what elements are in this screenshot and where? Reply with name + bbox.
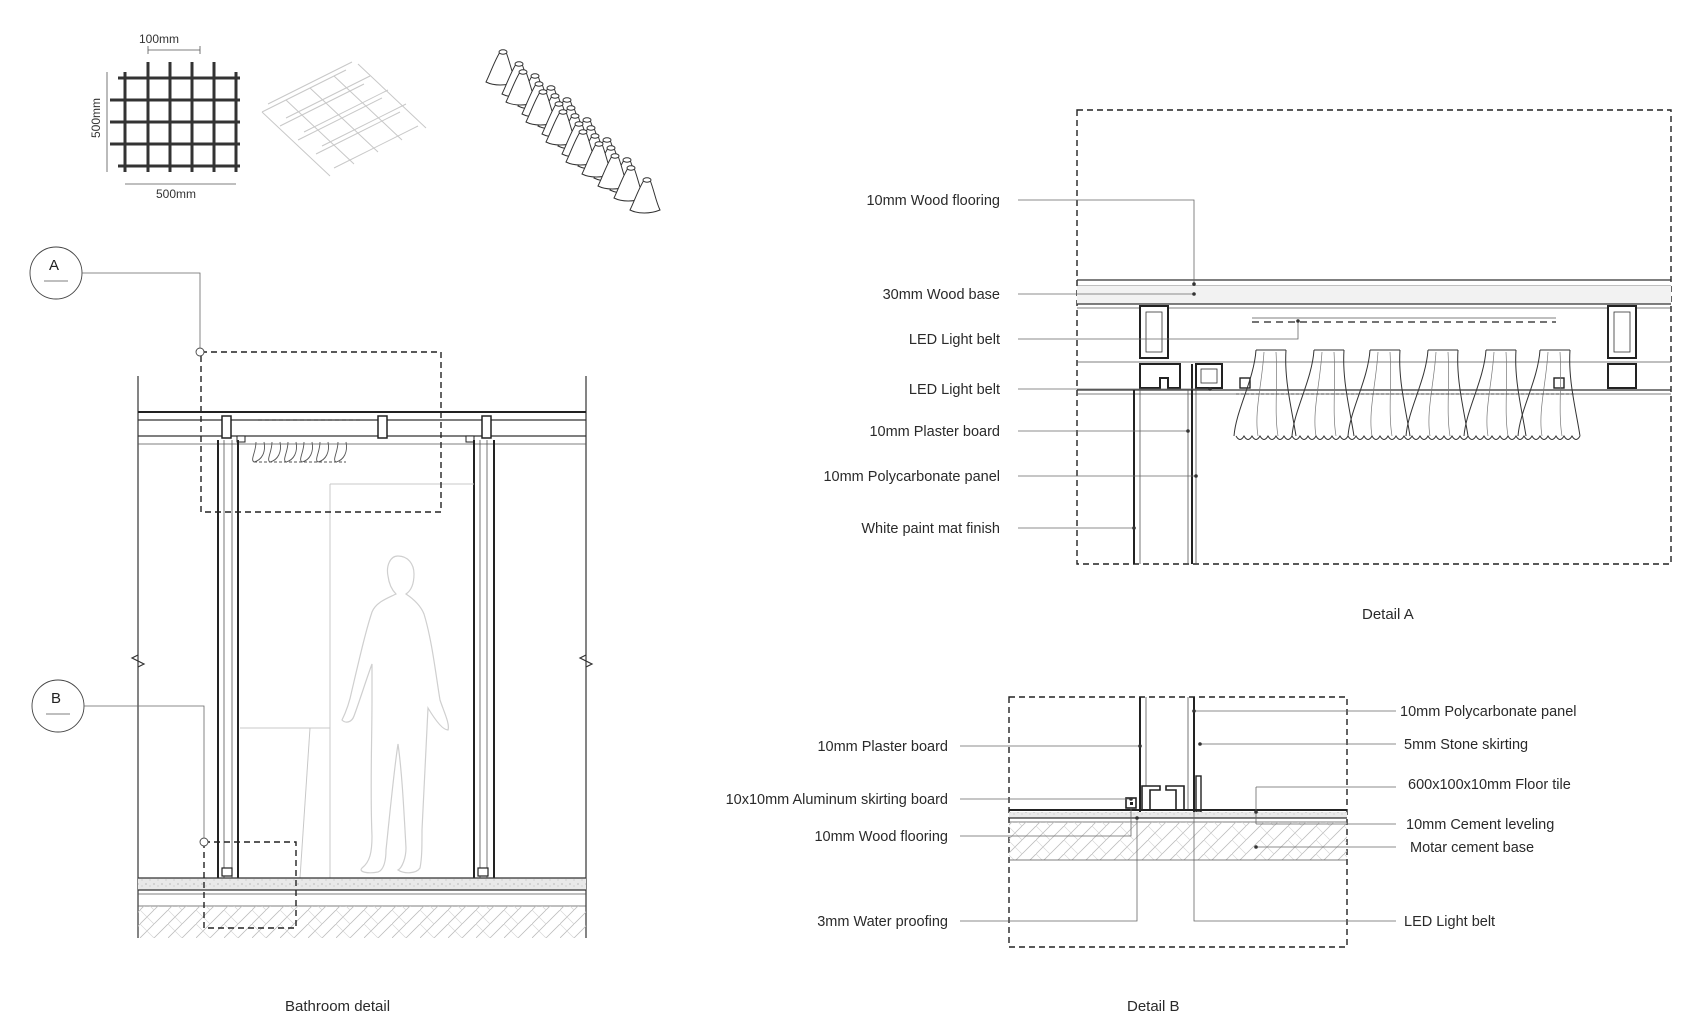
fabric-light-top xyxy=(546,85,556,91)
label-b-led-belt: LED Light belt xyxy=(1404,914,1495,930)
dim-500mm-side: 500mm xyxy=(89,98,103,138)
label-a-white-paint: White paint mat finish xyxy=(861,521,1000,537)
fabric-light-top xyxy=(578,129,588,135)
fabric-light-unit xyxy=(581,143,613,178)
fabric-light-top xyxy=(538,89,548,95)
fabric-fold xyxy=(1370,351,1393,437)
fabric-light-top xyxy=(570,113,580,119)
label-b-aluminum-skirting: 10x10mm Aluminum skirting board xyxy=(726,792,948,808)
fabric-light-top xyxy=(626,165,636,171)
fabric-light-unit xyxy=(597,155,629,190)
fabric-drape xyxy=(1347,349,1411,437)
label-b-stone-skirting: 5mm Stone skirting xyxy=(1404,737,1528,753)
label-b-cement-leveling: 10mm Cement leveling xyxy=(1406,817,1554,833)
shower-glass-outline xyxy=(240,483,474,879)
fabric-drape xyxy=(1517,349,1581,437)
fabric-light-top xyxy=(534,81,544,87)
label-a-wood-base: 30mm Wood base xyxy=(883,287,1000,303)
detail-b: 10mm Plaster board 10x10mm Aluminum skir… xyxy=(726,696,1577,1015)
fabric-light-top xyxy=(530,73,540,79)
label-b-polycarbonate: 10mm Polycarbonate panel xyxy=(1400,704,1577,720)
fabric-light-top xyxy=(602,137,612,143)
caption-detail-a: Detail A xyxy=(1362,606,1414,623)
label-b-plaster-board: 10mm Plaster board xyxy=(817,739,948,755)
light-fabric-small xyxy=(252,441,347,463)
fabric-fold xyxy=(1428,351,1451,437)
grid-module-fabric-render xyxy=(485,49,661,214)
marker-a-label: A xyxy=(49,257,59,274)
fabric-hem xyxy=(1235,434,1581,440)
fabric-light-top xyxy=(642,177,652,183)
grid-module-axonometric xyxy=(261,61,427,177)
detail-a: 10mm Wood flooring 30mm Wood base LED Li… xyxy=(823,109,1672,623)
fabric-fold xyxy=(1486,351,1509,437)
label-b-wood-flooring: 10mm Wood flooring xyxy=(814,829,948,845)
fabric-drape xyxy=(1405,349,1469,437)
fabric-light-top xyxy=(562,97,572,103)
label-a-led-belt-1: LED Light belt xyxy=(909,332,1000,348)
fabric-light-unit xyxy=(505,71,537,106)
fabric-light-top xyxy=(498,49,508,55)
fabric-light-top xyxy=(582,117,592,123)
fabric-light-top xyxy=(514,61,524,67)
fabric-light-top xyxy=(590,133,600,139)
fabric-fold xyxy=(1256,351,1279,437)
fabric-light-top xyxy=(554,101,564,107)
fabric-light-top xyxy=(622,157,632,163)
fabric-drape xyxy=(1463,349,1527,437)
fabric-light-top xyxy=(606,145,616,151)
dim-500mm-bottom: 500mm xyxy=(156,187,196,201)
label-b-floor-tile: 600x100x10mm Floor tile xyxy=(1408,777,1571,793)
detail-a-callout-box xyxy=(200,351,442,513)
label-a-polycarbonate: 10mm Polycarbonate panel xyxy=(823,469,1000,485)
fabric-light-top xyxy=(586,125,596,131)
fabric-light-unit xyxy=(629,179,661,214)
fabric-light-unit xyxy=(545,111,577,146)
caption-detail-b: Detail B xyxy=(1127,998,1180,1015)
fabric-light-top xyxy=(558,109,568,115)
fabric-light-top xyxy=(550,93,560,99)
label-a-plaster-board: 10mm Plaster board xyxy=(869,424,1000,440)
fabric-light-unit xyxy=(485,51,517,86)
label-b-motar-cement: Motar cement base xyxy=(1410,840,1534,856)
fabric-drape xyxy=(1233,349,1297,437)
human-figure xyxy=(341,555,449,874)
fabric-light-top xyxy=(594,141,604,147)
label-a-led-belt-2: LED Light belt xyxy=(909,382,1000,398)
bathroom-section: A B Bathroom detail xyxy=(29,246,594,1015)
fabric-light-unit xyxy=(525,91,557,126)
fabric-drape xyxy=(1291,349,1355,437)
detail-a-frame xyxy=(1076,109,1672,565)
fabric-light-top xyxy=(518,69,528,75)
label-a-wood-flooring: 10mm Wood flooring xyxy=(866,193,1000,209)
fabric-light-unit xyxy=(613,167,645,202)
dim-100mm: 100mm xyxy=(139,32,179,46)
light-fabric-large xyxy=(1233,349,1581,440)
grid-module-plan: 100mm 500mm 500mm xyxy=(89,32,240,201)
fabric-fold xyxy=(1314,351,1337,437)
marker-b: B xyxy=(31,679,205,838)
detail-b-callout-box xyxy=(203,841,297,929)
fabric-light-top xyxy=(574,121,584,127)
fabric-light-unit xyxy=(565,131,597,166)
fabric-light-top xyxy=(610,153,620,159)
marker-a: A xyxy=(29,246,201,348)
label-b-water-proofing: 3mm Water proofing xyxy=(817,914,948,930)
caption-bathroom-detail: Bathroom detail xyxy=(285,998,390,1015)
fabric-light-top xyxy=(566,105,576,111)
marker-b-label: B xyxy=(51,690,61,707)
fabric-fold xyxy=(1540,351,1563,437)
